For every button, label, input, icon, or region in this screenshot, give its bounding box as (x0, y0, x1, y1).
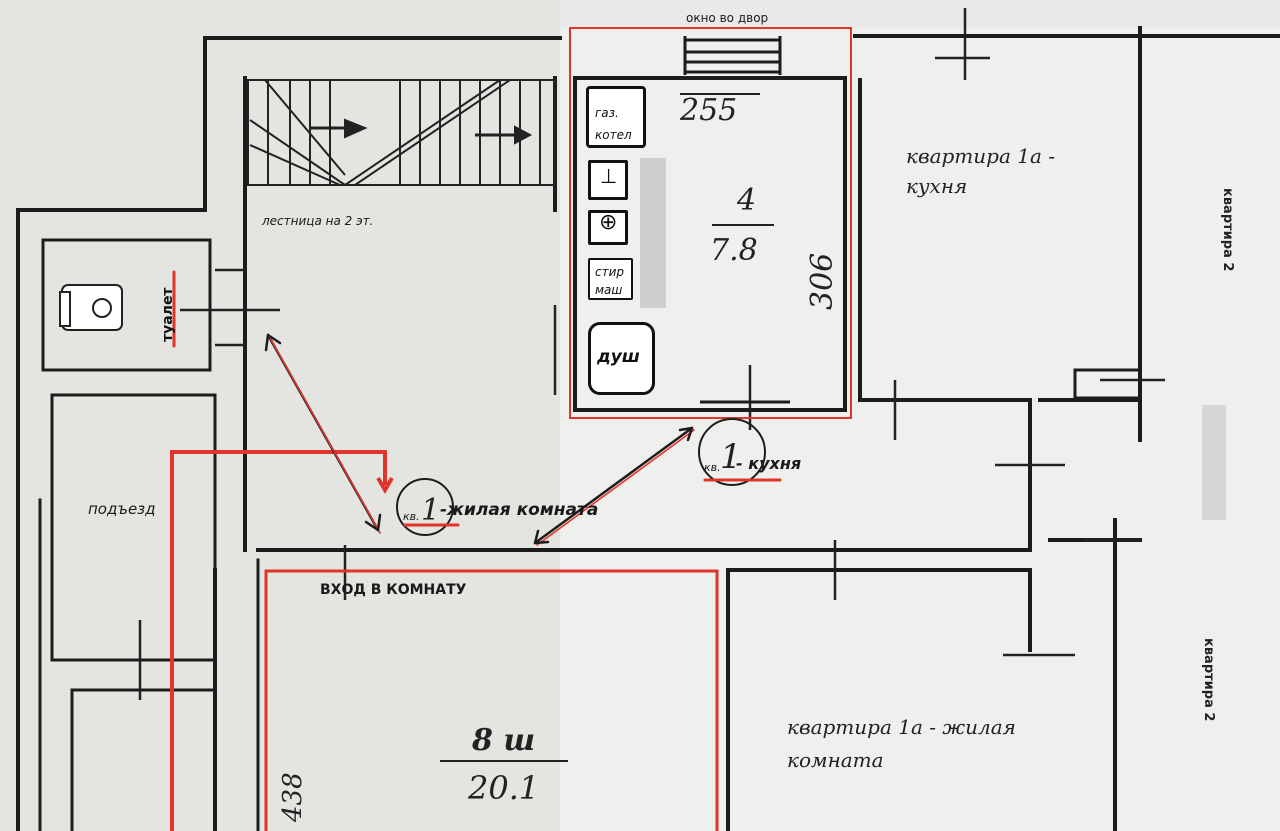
kv1-kitchen-prefix: кв. (704, 461, 721, 474)
kitchen-walls (573, 76, 847, 412)
room-entrance-label: ВХОД В КОМНАТУ (320, 582, 467, 598)
washer-label-2: маш (595, 283, 623, 297)
washing-machine-symbol: стир маш (588, 258, 633, 300)
sink-glyph: ⊕ (599, 210, 618, 235)
wall-ticks (138, 8, 1165, 700)
kv1-room-number: 1 (421, 493, 441, 528)
shower-symbol: душ (588, 322, 655, 395)
room-highlight (264, 569, 719, 831)
room-depth: 438 (278, 772, 308, 822)
apt1a-room-label-2: комната (787, 748, 884, 772)
room-area: 20.1 (468, 769, 540, 807)
kv1-kitchen-name: - кухня (736, 454, 802, 473)
entrance-hall-label: подъезд (88, 500, 156, 518)
washer-label-1: стир (595, 265, 625, 279)
kv1-room-prefix: кв. (403, 510, 420, 523)
toilet-label: туалет (160, 287, 176, 342)
walls (16, 26, 1280, 831)
room-number: 8 ш (472, 723, 536, 758)
gas-boiler-label-1: газ. (595, 106, 619, 120)
kitchen-gray-band (640, 158, 666, 308)
connection-arrows (264, 333, 695, 546)
room-fraction-bar (440, 760, 568, 762)
apt1a-kitchen-label-2: кухня (906, 174, 968, 198)
staircase (247, 79, 556, 186)
kitchen-depth: 306 (805, 252, 840, 310)
kitchen-fraction-bar (712, 224, 774, 226)
kitchen-width: 255 (680, 93, 738, 128)
courtyard-window (683, 36, 782, 75)
kitchen-area: 7.8 (710, 233, 758, 268)
courtyard-window-label: окно во двор (686, 11, 769, 25)
kv1-kitchen-number: 1 (720, 437, 742, 477)
gas-boiler-symbol: газ. котел (586, 86, 646, 148)
apt1a-room-label-1: квартира 1а - жилая (787, 715, 1016, 739)
apt1a-kitchen-label-1: квартира 1а - (906, 144, 1056, 168)
kv1-room-name: -жилая комната (440, 500, 599, 520)
route-highlight (170, 450, 394, 831)
kitchen-highlight (569, 27, 852, 419)
gas-boiler-label-2: котел (595, 128, 632, 142)
toilet-fixture (59, 284, 123, 331)
sink-symbol: ⊕ (588, 210, 628, 245)
redacted-patch (1202, 405, 1226, 520)
apartment-circles (396, 418, 766, 536)
stove-glyph: ⊥ (600, 164, 618, 188)
apt2-upper-label: квартира 2 (1220, 188, 1235, 272)
red-underlines (172, 270, 782, 527)
kitchen-width-overline (680, 93, 760, 95)
apt2-lower-label: квартира 2 (1201, 638, 1216, 722)
stairs-label: лестница на 2 эт. (262, 214, 374, 228)
kitchen-number: 4 (737, 183, 757, 218)
shower-label: душ (597, 347, 640, 367)
stove-symbol: ⊥ (588, 160, 628, 200)
